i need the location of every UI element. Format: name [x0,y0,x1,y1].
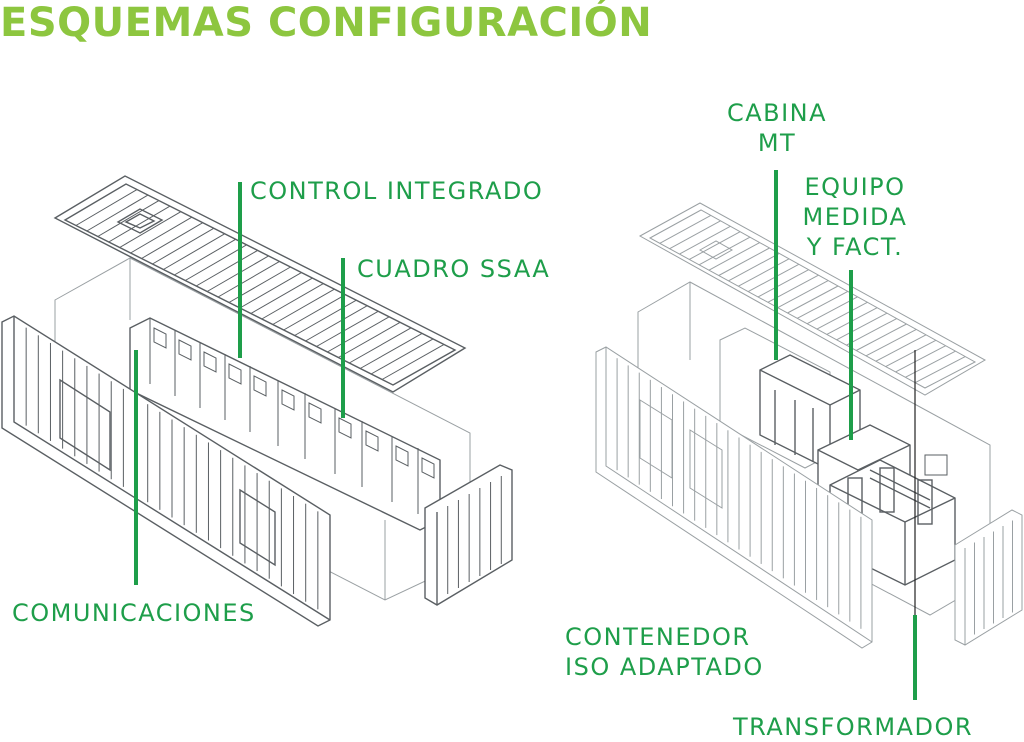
drawing-line [359,332,423,369]
drawing-line [708,242,760,271]
drawing-line [728,252,780,282]
drawing-line [787,285,839,314]
drawing-line [206,255,269,292]
drawing-line [75,189,138,226]
drawing-line [865,328,917,357]
left-front-wall [1,315,331,627]
right-container-drawing [595,202,1023,649]
cabinet-panel [253,375,267,397]
drawing-line [698,236,751,266]
drawing-line [659,214,712,244]
drawing-line [895,345,946,373]
page-title: ESQUEMAS CONFIGURACIÓN [0,0,653,46]
drawing-line [97,200,160,237]
drawing-line [689,231,741,260]
drawing-line [381,344,445,380]
left-door [424,464,513,606]
drawing-line [757,269,809,298]
drawing-line [250,277,313,314]
drawing-line [141,222,204,259]
label-comunicaciones: COMUNICACIONES [12,599,256,627]
drawing-line [338,321,401,358]
drawing-line [217,261,280,298]
cabinet-panel [308,402,322,424]
drawing-line [718,247,770,276]
drawing-line [777,280,829,309]
cabinet-panel [365,430,379,452]
drawing-line [797,290,849,319]
cabinet-panel [281,389,295,411]
label-equipo-line2: MEDIDA [802,203,908,231]
drawing-line [349,327,412,364]
drawing-line [272,288,335,325]
drawing-line [108,205,171,243]
cabinet-panel [153,327,167,349]
drawing-line [174,238,236,276]
label-cabina-mt: CABINA MT [714,98,840,158]
drawing-line [669,220,721,250]
drawing-line [185,244,247,281]
drawing-line [836,312,888,341]
label-cabina-mt-line1: CABINA [726,99,828,127]
label-contenedor-line2: ISO ADAPTADO [565,653,764,681]
label-control-integrado: CONTROL INTEGRADO [250,177,544,205]
left-container-drawing [1,175,513,627]
label-cuadro-ssaa: CUADRO SSAA [357,255,551,283]
drawing-line [679,225,731,255]
label-equipo-line1: EQUIPO [804,173,906,201]
drawing-line [261,283,324,320]
right-roof [638,202,987,396]
drawing-line [747,263,800,293]
cabinet-panel [178,339,192,361]
drawing-line [738,258,790,287]
drawing-line [152,227,214,265]
drawing-line [86,194,149,232]
drawing-line [283,294,346,331]
label-contenedor-iso: CONTENEDOR ISO ADAPTADO [565,622,764,682]
drawing-line [239,272,302,309]
cabinet-panel [228,363,242,385]
drawing-line [905,350,956,378]
drawing-line [875,334,927,362]
label-equipo-line3: Y FACT. [806,233,904,261]
cabinet-panel [338,417,352,439]
label-cabina-mt-line2: MT [757,129,797,157]
drawing-line [856,323,907,351]
drawing-line [885,339,937,368]
label-contenedor-line1: CONTENEDOR [565,623,751,651]
label-equipo-medida: EQUIPO MEDIDA Y FACT. [792,172,918,262]
right-door [954,509,1023,646]
cabinet-panel [421,457,435,479]
drawing-line [195,249,258,287]
drawing-line [163,233,225,270]
drawing-line [316,310,379,347]
drawing-line [327,316,390,353]
left-roof [53,175,467,393]
drawing-line [370,338,434,375]
cabinet-panel [203,351,217,373]
drawing-line [119,211,182,248]
label-transformador: TRANSFORMADOR [733,713,974,741]
right-front-wall [595,346,873,649]
drawing-line [305,305,368,342]
drawing-line [816,301,868,330]
drawing-line [846,318,897,346]
cabinet-panel [395,445,409,467]
drawing-line [294,299,357,336]
drawing-line [130,216,193,254]
drawing-line [914,356,966,384]
